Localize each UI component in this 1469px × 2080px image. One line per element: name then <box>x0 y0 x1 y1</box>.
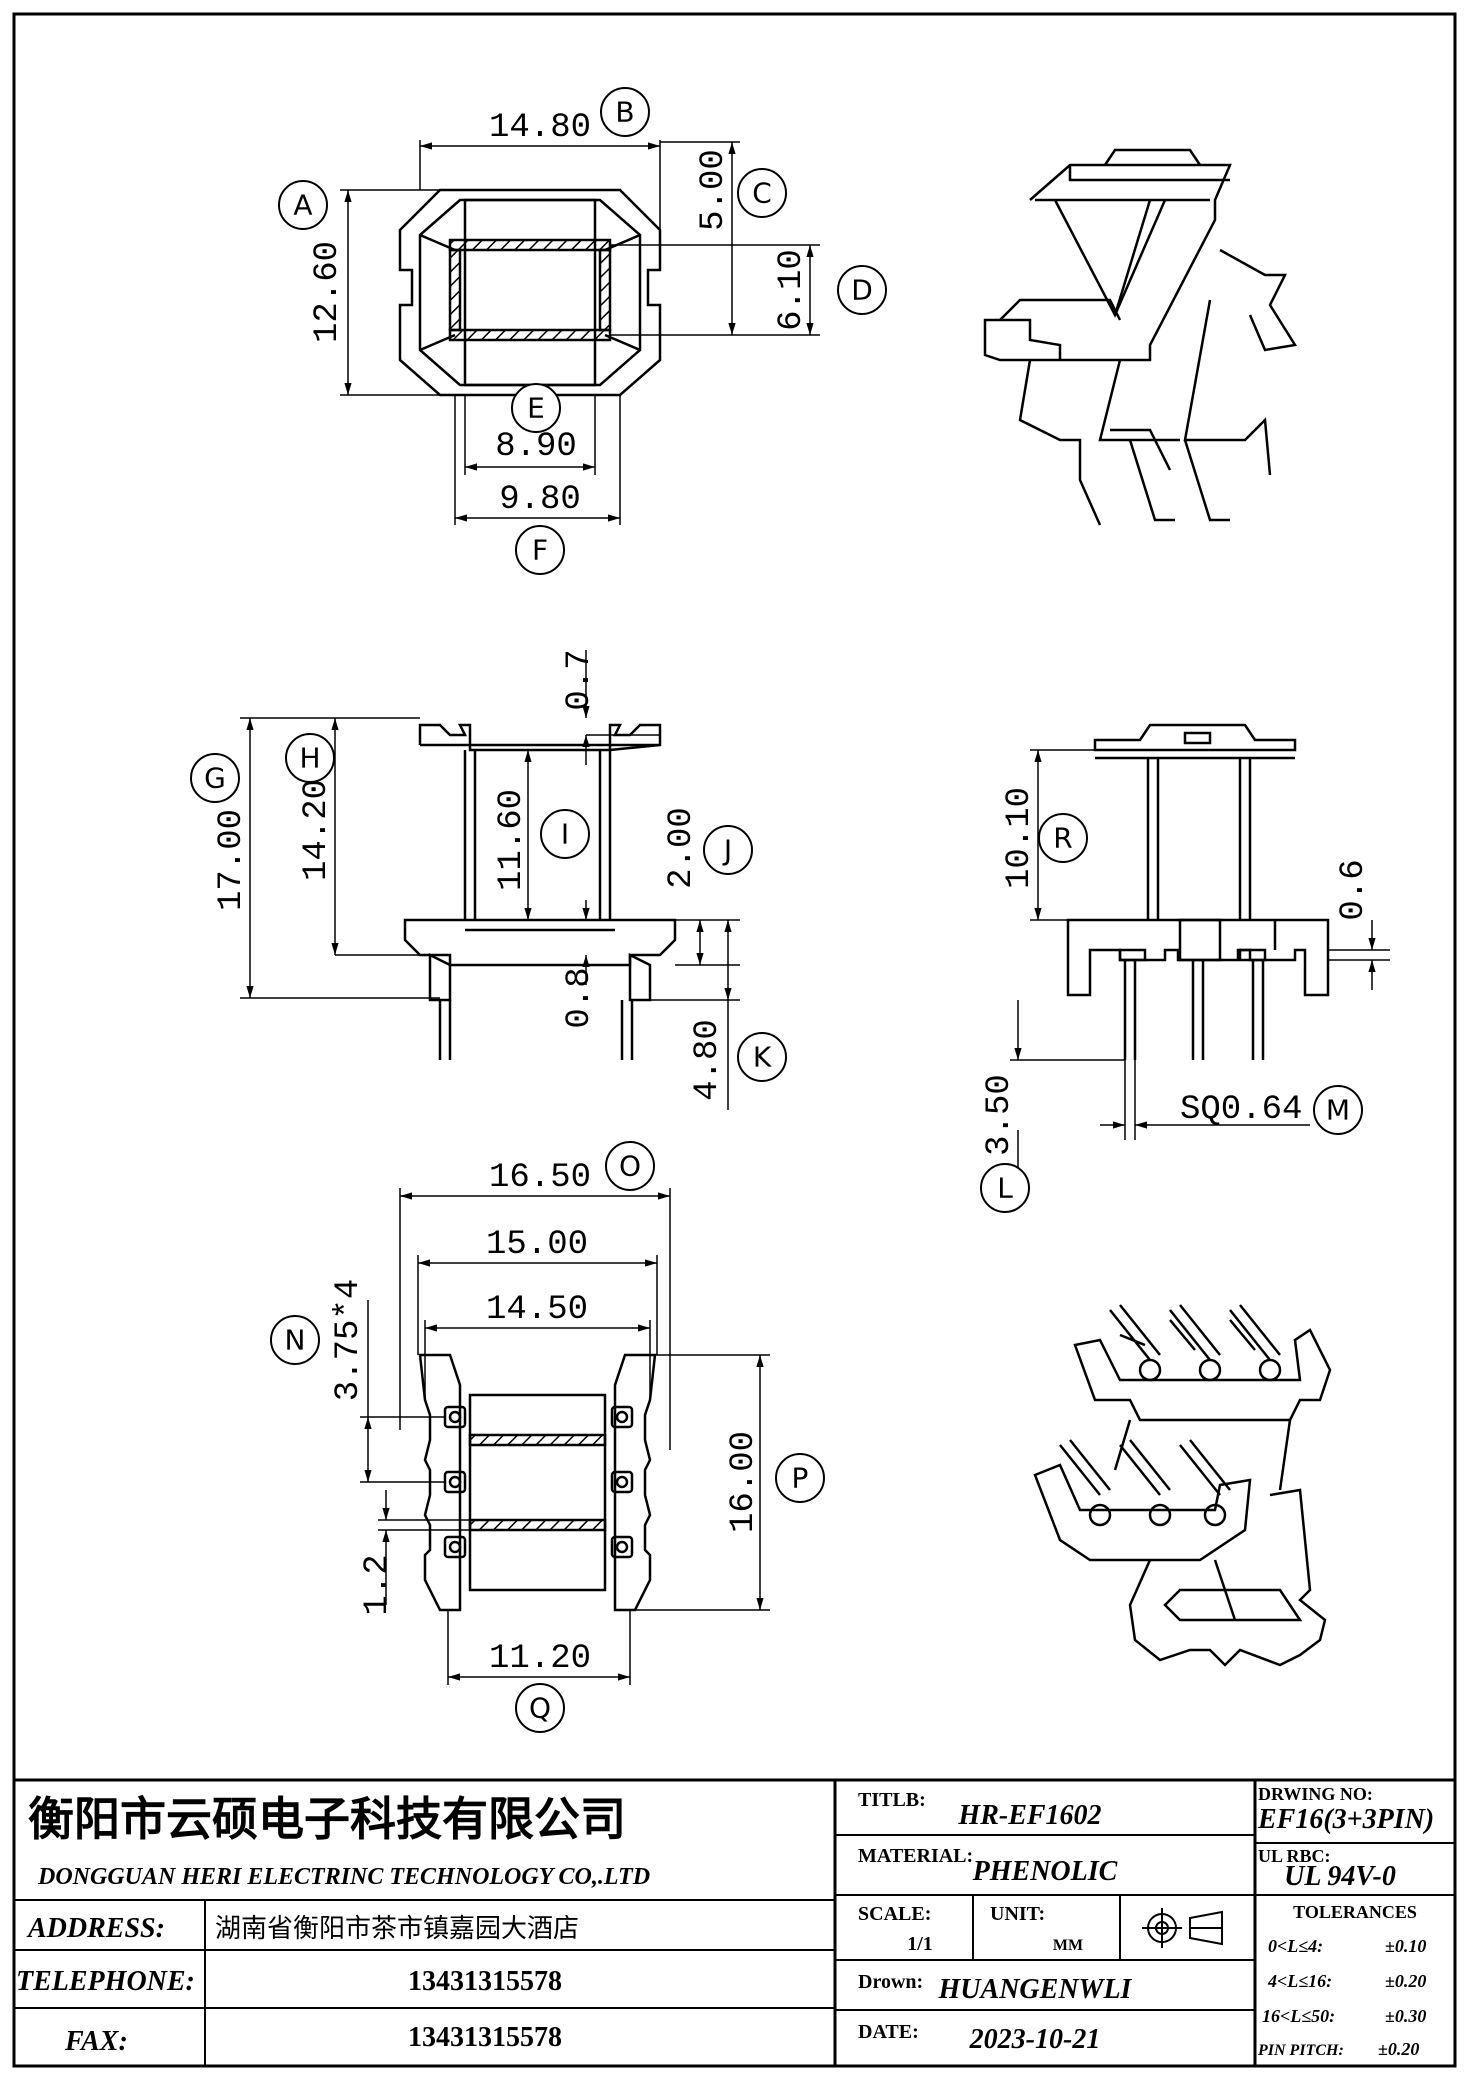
address-label: ADDRESS: <box>26 1913 165 1944</box>
front-view-labels: 0.7 G 17.00 H 14.20 11.60 I 2.00 J 0.8 4… <box>190 649 787 1101</box>
dim-i-tag: I <box>561 818 569 851</box>
scale-value: 1/1 <box>907 1933 933 1955</box>
dim-j-tag: J <box>722 834 732 867</box>
dim-p-value: 16.00 <box>725 1431 763 1533</box>
dim-a-value: 12.60 <box>309 241 347 343</box>
title-block-text: 衡阳市云硕电子科技有限公司 DONGGUAN HERI ELECTRINC TE… <box>16 1784 1434 2059</box>
material-label: MATERIAL: <box>858 1845 973 1867</box>
fax-label: FAX: <box>64 2026 128 2057</box>
tol2-value: ±0.20 <box>1385 1971 1426 1991</box>
dim-b-tag: B <box>615 96 634 129</box>
dim-top-gap: 0.7 <box>561 649 599 710</box>
dim-f-tag: F <box>532 534 548 567</box>
company-name-cn: 衡阳市云硕电子科技有限公司 <box>28 1792 626 1846</box>
dim-c-tag: C <box>752 177 772 210</box>
unit-label: UNIT: <box>990 1903 1045 1925</box>
dim-o-tag: O <box>619 1150 641 1183</box>
drawing-no-label: DRWING NO: <box>1258 1784 1373 1804</box>
dim-k-tag: K <box>753 1041 772 1074</box>
dim-m-tag: M <box>1326 1094 1350 1127</box>
front-view <box>403 723 677 1060</box>
dim-small: 1.2 <box>359 1554 397 1615</box>
top-view-dimensions <box>340 140 820 525</box>
dim-c-value: 5.00 <box>695 149 733 231</box>
company-name-en: DONGGUAN HERI ELECTRINC TECHNOLOGY CO,.L… <box>37 1864 650 1890</box>
date-label: DATE: <box>858 2021 919 2043</box>
bottom-view-dimensions <box>360 1188 770 1685</box>
telephone-label: TELEPHONE: <box>16 1966 195 1997</box>
dim-g-tag: G <box>204 762 226 795</box>
title-block <box>14 1778 1455 2066</box>
dim-k-value: 4.80 <box>689 1019 727 1101</box>
dim-p-tag: P <box>792 1462 809 1495</box>
tol1-range: 0<L≤4: <box>1268 1936 1323 1956</box>
dim-b-value: 14.80 <box>489 109 591 147</box>
dim-f-value: 9.80 <box>499 481 581 519</box>
tol2-range: 4<L≤16: <box>1267 1971 1332 1991</box>
dim-bottom-gap: 0.8 <box>561 967 599 1028</box>
drawn-label: Drown: <box>858 1971 923 1993</box>
dim-l-value: 3.50 <box>981 1074 1019 1156</box>
ul-label: UL RBC: <box>1258 1846 1331 1866</box>
tol1-value: ±0.10 <box>1385 1936 1426 1956</box>
page-border <box>12 12 1457 2068</box>
dim-e-value: 8.90 <box>495 428 577 466</box>
date-value: 2023-10-21 <box>969 2024 1101 2055</box>
dim-l-tag: L <box>997 1172 1013 1205</box>
drawing-no-value: EF16(3+3PIN) <box>1257 1804 1434 1835</box>
top-view <box>398 188 662 397</box>
side-view <box>1066 723 1330 1060</box>
dim-inner2: 14.50 <box>486 1291 588 1329</box>
tol3-value: ±0.30 <box>1385 2006 1426 2026</box>
iso-view-top <box>983 148 1298 526</box>
tolerances-label: TOLERANCES <box>1293 1902 1417 1922</box>
dim-h-value: 14.20 <box>298 779 336 881</box>
drawn-value: HUANGENWLI <box>938 1974 1133 2005</box>
dim-n-tag: N <box>285 1324 306 1357</box>
material-value: PHENOLIC <box>972 1856 1118 1887</box>
side-view-labels: 10.10 R 0.6 3.50 L SQ0.64 M <box>980 787 1373 1213</box>
front-view-dimensions <box>240 650 740 1110</box>
ul-value: UL 94V-0 <box>1284 1861 1396 1892</box>
dim-i-value: 11.60 <box>493 789 531 891</box>
dim-j-value: 2.00 <box>663 807 701 889</box>
dim-d-value: 6.10 <box>773 249 811 331</box>
dim-r-tag: R <box>1053 822 1072 855</box>
title-value: HR-EF1602 <box>957 1800 1101 1831</box>
dim-m-value: SQ0.64 <box>1180 1091 1302 1129</box>
scale-label: SCALE: <box>858 1903 931 1925</box>
dim-q-value: 11.20 <box>489 1640 591 1678</box>
pin-pitch-value: ±0.20 <box>1378 2039 1419 2059</box>
unit-value: MM <box>1053 1937 1083 1954</box>
dim-q-tag: Q <box>529 1692 551 1725</box>
pin-pitch-label: PIN PITCH: <box>1257 2042 1344 2059</box>
bottom-view-labels: 16.50 O 15.00 14.50 N 3.75*4 1.2 16.00 P… <box>270 1141 825 1733</box>
dim-inner1: 15.00 <box>486 1226 588 1264</box>
dim-g-value: 17.00 <box>213 809 251 911</box>
address-value: 湖南省衡阳市茶市镇嘉园大酒店 <box>215 1914 579 1944</box>
dim-right-gap: 0.6 <box>1335 859 1373 920</box>
top-view-labels: 14.80 B 12.60 A 5.00 C 6.10 D E 8.90 9.8… <box>278 87 887 575</box>
bottom-view <box>418 1353 657 1612</box>
dim-n-value: 3.75*4 <box>330 1279 368 1401</box>
dim-h-tag: H <box>299 742 320 775</box>
dim-o-value: 16.50 <box>489 1159 591 1197</box>
dim-e-tag: E <box>527 392 545 425</box>
telephone-value: 13431315578 <box>408 1966 562 1997</box>
iso-view-bottom <box>1033 1304 1332 1667</box>
fax-value: 13431315578 <box>408 2022 562 2053</box>
dim-d-tag: D <box>851 274 873 307</box>
title-label: TITLB: <box>858 1789 926 1811</box>
dim-a-tag: A <box>293 189 312 222</box>
dim-r-value: 10.10 <box>1001 787 1039 889</box>
side-view-dimensions <box>1010 749 1390 1170</box>
tol3-range: 16<L≤50: <box>1262 2006 1335 2026</box>
